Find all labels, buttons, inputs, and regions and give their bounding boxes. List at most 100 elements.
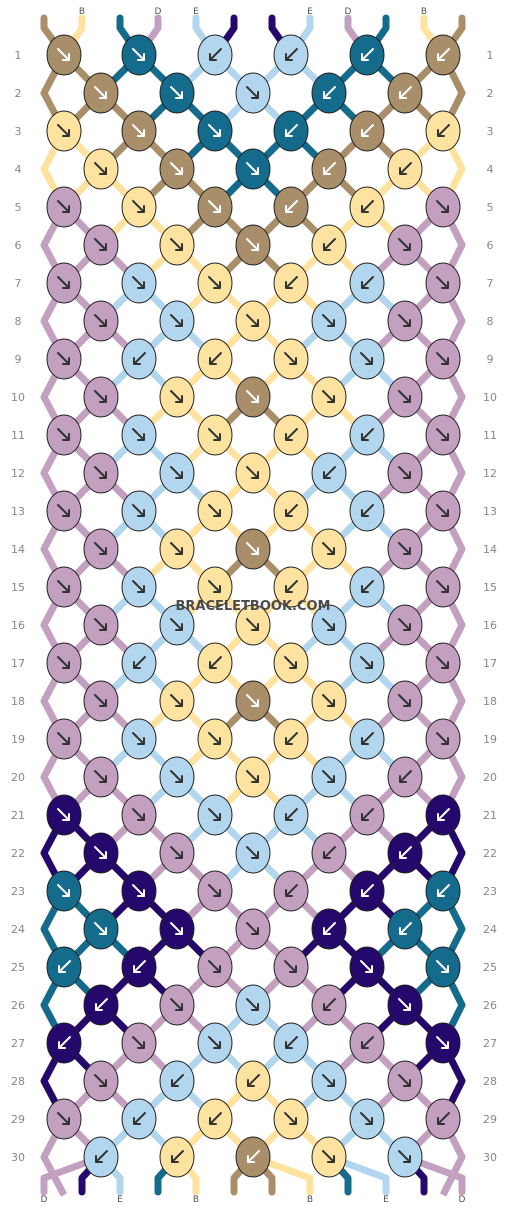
knot[interactable] [273, 946, 309, 988]
knot[interactable] [197, 338, 233, 380]
knot[interactable] [425, 1022, 461, 1064]
knot[interactable] [235, 452, 271, 494]
knot[interactable] [425, 338, 461, 380]
knot[interactable] [311, 452, 347, 494]
knot[interactable] [387, 1060, 423, 1102]
knot[interactable] [425, 718, 461, 760]
knot[interactable] [197, 642, 233, 684]
knot[interactable] [235, 528, 271, 570]
knot[interactable] [349, 946, 385, 988]
knot[interactable] [121, 338, 157, 380]
knot[interactable] [311, 528, 347, 570]
knot[interactable] [311, 376, 347, 418]
knot[interactable] [46, 946, 82, 988]
knot[interactable] [273, 110, 309, 152]
knot[interactable] [159, 300, 195, 342]
knot[interactable] [46, 1098, 82, 1140]
knot[interactable] [235, 604, 271, 646]
knot[interactable] [387, 376, 423, 418]
knot[interactable] [349, 870, 385, 912]
knot[interactable] [159, 832, 195, 874]
knot[interactable] [235, 224, 271, 266]
knot[interactable] [387, 680, 423, 722]
knot[interactable] [197, 262, 233, 304]
knot[interactable] [349, 414, 385, 456]
knot[interactable] [349, 34, 385, 76]
knot[interactable] [273, 262, 309, 304]
knot[interactable] [273, 642, 309, 684]
knot[interactable] [387, 908, 423, 950]
knot[interactable] [46, 870, 82, 912]
knot[interactable] [197, 794, 233, 836]
knot[interactable] [83, 528, 119, 570]
knot[interactable] [46, 566, 82, 608]
knot[interactable] [387, 604, 423, 646]
knot[interactable] [311, 148, 347, 190]
knot[interactable] [425, 1098, 461, 1140]
knot[interactable] [425, 414, 461, 456]
knot[interactable] [311, 680, 347, 722]
knot[interactable] [311, 908, 347, 950]
knot[interactable] [349, 794, 385, 836]
knot[interactable] [159, 148, 195, 190]
knot[interactable] [46, 262, 82, 304]
knot[interactable] [197, 718, 233, 760]
knot[interactable] [235, 756, 271, 798]
knot[interactable] [425, 490, 461, 532]
knot[interactable] [197, 490, 233, 532]
knot[interactable] [197, 34, 233, 76]
knot[interactable] [46, 794, 82, 836]
knot[interactable] [387, 832, 423, 874]
knot[interactable] [425, 262, 461, 304]
knot[interactable] [159, 604, 195, 646]
knot[interactable] [46, 414, 82, 456]
knot[interactable] [46, 642, 82, 684]
knot[interactable] [311, 300, 347, 342]
knot[interactable] [235, 1136, 271, 1178]
knot[interactable] [83, 604, 119, 646]
knot[interactable] [121, 186, 157, 228]
knot[interactable] [121, 490, 157, 532]
knot[interactable] [349, 262, 385, 304]
knot[interactable] [425, 794, 461, 836]
knot[interactable] [235, 148, 271, 190]
knot[interactable] [235, 376, 271, 418]
knot[interactable] [273, 718, 309, 760]
knot[interactable] [235, 908, 271, 950]
knot[interactable] [273, 186, 309, 228]
knot[interactable] [349, 110, 385, 152]
knot[interactable] [425, 870, 461, 912]
knot[interactable] [121, 718, 157, 760]
knot[interactable] [349, 186, 385, 228]
knot[interactable] [159, 1136, 195, 1178]
knot[interactable] [83, 376, 119, 418]
knot[interactable] [273, 794, 309, 836]
knot[interactable] [121, 1098, 157, 1140]
knot[interactable] [273, 1022, 309, 1064]
knot[interactable] [349, 338, 385, 380]
knot[interactable] [235, 1060, 271, 1102]
knot[interactable] [273, 414, 309, 456]
knot[interactable] [387, 300, 423, 342]
knot[interactable] [387, 148, 423, 190]
knot[interactable] [159, 680, 195, 722]
knot[interactable] [46, 1022, 82, 1064]
knot[interactable] [273, 1098, 309, 1140]
knot[interactable] [235, 300, 271, 342]
knot[interactable] [387, 984, 423, 1026]
knot[interactable] [311, 604, 347, 646]
knot[interactable] [83, 680, 119, 722]
knot[interactable] [159, 452, 195, 494]
knot[interactable] [349, 642, 385, 684]
knot[interactable] [273, 338, 309, 380]
knot[interactable] [273, 490, 309, 532]
knot[interactable] [83, 300, 119, 342]
knot[interactable] [83, 1136, 119, 1178]
knot[interactable] [83, 756, 119, 798]
knot[interactable] [159, 756, 195, 798]
knot[interactable] [121, 262, 157, 304]
knot[interactable] [235, 832, 271, 874]
knot[interactable] [425, 642, 461, 684]
knot[interactable] [197, 110, 233, 152]
knot[interactable] [46, 718, 82, 760]
